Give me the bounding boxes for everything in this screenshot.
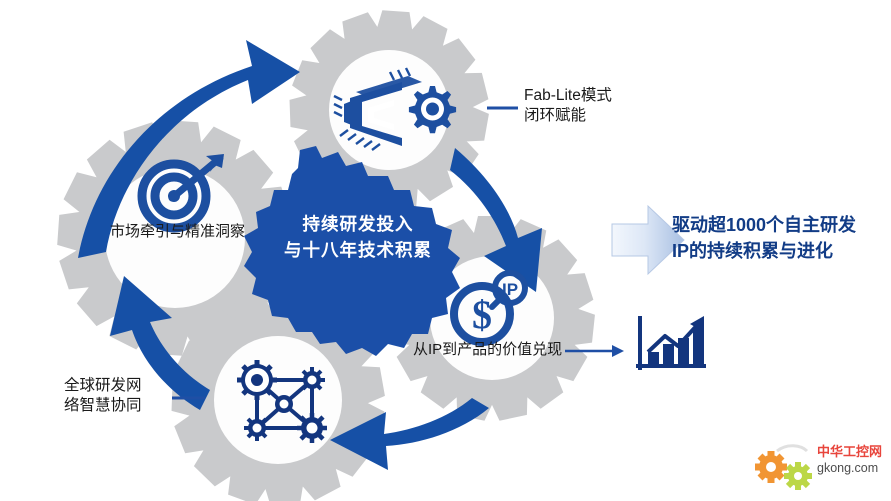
label-ip-value: 从IP到产品的价值兑现 — [413, 340, 562, 360]
cycle-arrow-right-to-bottom — [330, 398, 489, 470]
label-fab-lite: Fab-Lite模式 闭环赋能 — [524, 86, 612, 127]
outcome-line-1: 驱动超1000个自主研发 — [672, 215, 857, 235]
growth-bar-chart-icon — [636, 316, 706, 370]
cycle-arrow-top-to-right — [450, 148, 542, 292]
connector-ip-arrowhead — [612, 345, 624, 357]
center-core-shape — [244, 146, 460, 356]
watermark-text: 中华工控网 gkong.com — [817, 441, 882, 475]
gkong-gears-logo — [755, 444, 812, 490]
svg-text:$: $ — [472, 292, 492, 337]
big-right-arrow-icon — [611, 204, 685, 276]
target-arrow-icon — [137, 154, 224, 233]
center-line-2: 与十八年技术积累 — [284, 239, 432, 260]
dollar-ip-icon: $ IP — [450, 270, 528, 346]
center-line-1: 持续研发投入 — [302, 214, 414, 234]
label-global-network-line2: 络智慧协同 — [64, 397, 142, 415]
label-fab-lite-line2: 闭环赋能 — [524, 107, 587, 125]
watermark: 中华工控网 gkong.com — [757, 437, 885, 495]
label-market-insight-line1: 市场牵引与精准洞察 — [110, 223, 246, 240]
label-global-network: 全球研发网 络智慧协同 — [64, 376, 142, 417]
cycle-arrow-left-to-top — [78, 40, 300, 258]
label-fab-lite-line1: Fab-Lite模式 — [524, 87, 612, 104]
microchip-gear-icon — [333, 67, 457, 151]
watermark-en: gkong.com — [817, 461, 879, 475]
outcome-text: 驱动超1000个自主研发 IP的持续积累与进化 — [672, 212, 887, 264]
label-global-network-line1: 全球研发网 — [64, 377, 142, 394]
watermark-cn: 中华工控网 — [817, 444, 883, 459]
label-ip-value-line1: 从IP到产品的价值兑现 — [413, 341, 563, 358]
outcome-line-2: IP的持续积累与进化 — [672, 241, 834, 262]
cycle-arrow-bottom-to-left — [110, 276, 210, 410]
svg-text:IP: IP — [502, 280, 518, 299]
network-gears-icon — [237, 360, 327, 443]
label-market-insight: 市场牵引与精准洞察 — [110, 222, 245, 242]
center-core-text: 持续研发投入 与十八年技术积累 — [258, 212, 458, 264]
